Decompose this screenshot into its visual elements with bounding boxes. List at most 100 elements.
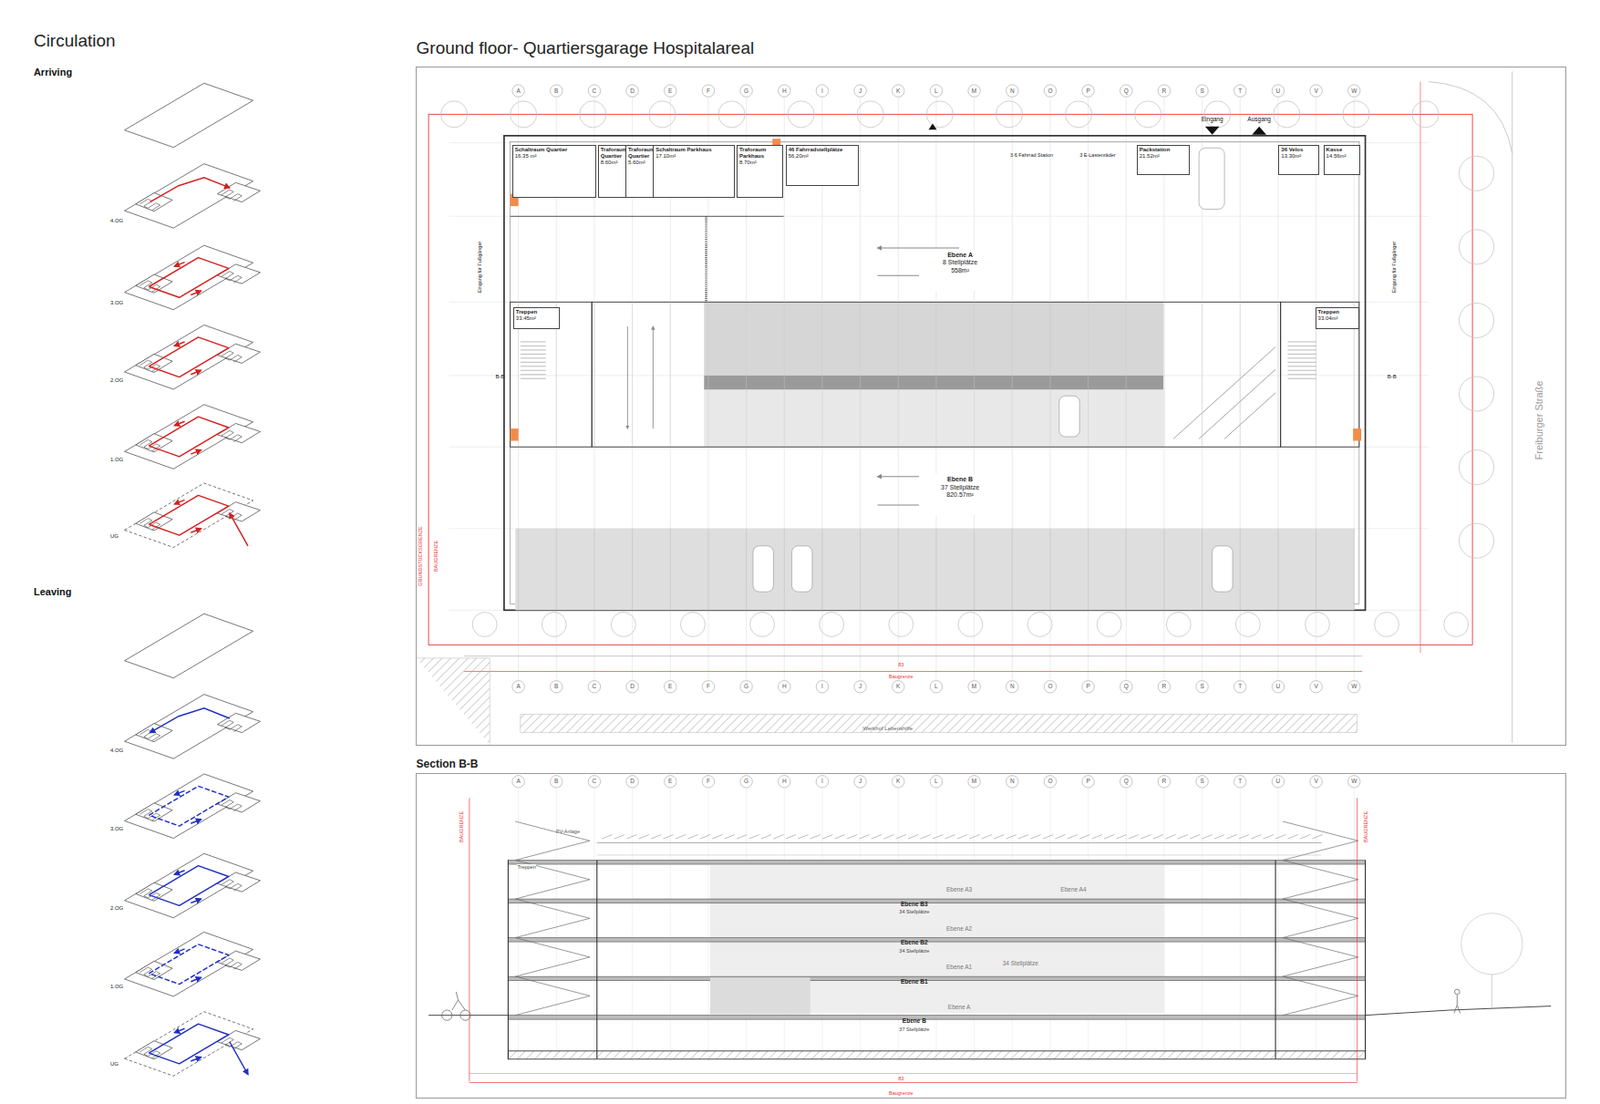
pv-module [1275, 835, 1286, 839]
route-loop [148, 1023, 228, 1064]
entry-triangle [1205, 126, 1220, 135]
grid-bubble [854, 681, 867, 693]
grid-bubble [1234, 681, 1247, 693]
grid-bubble [778, 681, 791, 693]
street-edge [1511, 71, 1513, 743]
grid-axis-letter: E [668, 778, 672, 785]
plan-annotation: 34 Stellplätze [898, 948, 930, 954]
grid-axis-letter: W [1351, 778, 1357, 785]
ramp-block [216, 793, 260, 813]
dimension-line [469, 1073, 1358, 1074]
pv-module [1288, 835, 1299, 839]
room-area: 8.60m² [600, 159, 626, 166]
plan-annotation: Eingang [1201, 115, 1224, 123]
grid-line [448, 216, 1428, 217]
room-box: Schaltraum Parkhaus17.10m² [652, 144, 735, 198]
grid-axis-letter: S [1199, 683, 1204, 691]
stair-tread [520, 378, 547, 380]
route-arrow [190, 528, 201, 533]
stair-run [1282, 898, 1359, 939]
pv-module [822, 835, 833, 839]
level-label: UG [110, 1061, 119, 1068]
property-line [1420, 82, 1422, 654]
route-line [229, 1042, 248, 1075]
route-loop [148, 495, 228, 536]
plan-annotation: 37 Stellplätze [898, 1026, 930, 1033]
room-name: 46 Fahrradstellplätze [788, 146, 857, 154]
grid-bubble [740, 84, 753, 97]
pv-module [835, 835, 846, 839]
boundary-line [468, 797, 470, 1082]
pv-module [1214, 835, 1225, 839]
pv-module [969, 835, 980, 839]
grid-axis-letter: P [1085, 87, 1090, 94]
room-box: Treppen33.04m² [1315, 307, 1360, 331]
pv-module [700, 835, 711, 839]
grid-axis-letter: R [1162, 87, 1167, 94]
route-arrow [190, 370, 201, 374]
grid-bubble [664, 84, 677, 97]
grid-bubble [1271, 775, 1284, 788]
wall [596, 860, 598, 1060]
room-area: 21.52m² [1139, 153, 1188, 160]
pv-module [1189, 835, 1200, 839]
stall-line [784, 528, 785, 611]
grid-axis-letter: U [1276, 87, 1281, 94]
grid-axis-letter: V [1313, 683, 1318, 691]
grid-bubble [740, 681, 753, 693]
room-area: 17.10m² [655, 153, 733, 160]
stair-tread [1288, 365, 1317, 367]
tree [1459, 523, 1495, 558]
tree [1461, 913, 1523, 975]
grid-axis-letter: B [554, 87, 558, 94]
ramp-stripes [221, 1037, 242, 1049]
car-symbol [1212, 546, 1233, 592]
iso-level-plate [124, 1011, 261, 1077]
dimension-line [469, 1082, 1358, 1084]
grid-axis-letter: C [592, 683, 598, 691]
grid-bubble [701, 775, 714, 788]
plan-annotation: Ebene A [948, 1003, 971, 1011]
iso-level-plate [124, 82, 254, 148]
pv-module [1054, 835, 1065, 839]
grid-axis-letter: G [743, 683, 749, 691]
room-area: 558m² [920, 267, 1000, 275]
stall-line [593, 301, 595, 447]
cyclist [442, 991, 471, 1021]
stair-tread [520, 373, 547, 375]
plan-annotation: Ebene A2 [946, 925, 972, 932]
route-arrow [174, 499, 185, 504]
room-box: Traforaum Quartier5.60m² [625, 144, 656, 198]
tree [510, 101, 537, 128]
tree [472, 612, 497, 638]
iso-level-plate [124, 324, 261, 390]
iso-level-plate [124, 774, 261, 839]
grid-bubble [1082, 84, 1095, 97]
stall-line [784, 301, 785, 447]
iso-level-plate [124, 613, 254, 679]
pv-module [773, 835, 784, 839]
heading: Arriving [33, 66, 73, 78]
grid-bubble [929, 84, 942, 97]
tree [541, 612, 567, 638]
pv-module [1030, 835, 1041, 839]
grid-bubble [854, 775, 867, 788]
plan-annotation: Baugrenze [888, 673, 914, 680]
neighbour-wall [416, 658, 491, 745]
room-name: Schaltraum Parkhaus [655, 146, 733, 154]
stall-line [745, 528, 747, 611]
plan-annotation: GRUNDSTÜCKSGRENZE [417, 526, 424, 586]
tree [1235, 612, 1260, 638]
pv-module [1201, 835, 1212, 839]
plan-annotation: PV-Anlage [556, 828, 580, 835]
grid-axis-letter: I [821, 87, 824, 94]
stall-line [670, 301, 671, 447]
grid-bubble [1271, 84, 1284, 97]
route-arrow [190, 819, 201, 824]
pv-module [1042, 835, 1053, 839]
stair-tread [520, 370, 547, 372]
route-line [150, 177, 230, 203]
stair-run [1282, 976, 1359, 1016]
grid-axis-letter: U [1276, 683, 1281, 691]
neighbour-hatch [520, 713, 1358, 733]
